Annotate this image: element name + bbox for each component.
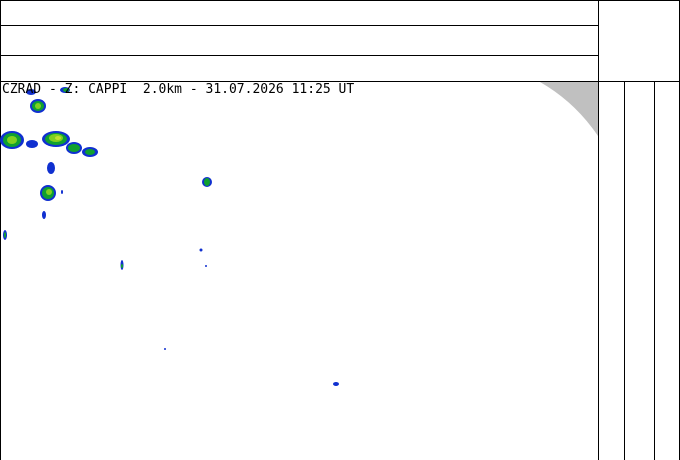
echo-cell [46,189,52,195]
echo-cell [333,382,339,386]
echo-cell [47,162,55,174]
header-bar-3 [0,56,598,82]
radar-echo-layer [0,82,598,386]
side-top-border [598,0,680,1]
echo-cluster-south-west [3,162,63,240]
echo-cell [4,232,6,238]
left-border [0,0,1,460]
echo-cell [205,265,207,267]
legend-divider-1 [624,82,625,460]
echo-cell [61,190,63,194]
echo-cell [35,103,41,109]
legend-column-1 [599,82,624,460]
echo-cell [63,88,69,92]
no-data-region [540,82,598,136]
echo-isolated-cells [120,177,339,386]
legend-column-3 [655,82,679,460]
header-bar-2 [0,26,598,56]
legend-column-2 [625,82,654,460]
echo-cell [164,348,166,350]
map-right-border [598,0,599,460]
echo-cell [204,178,210,186]
side-divider [598,81,680,82]
echo-cluster-north-west [26,87,70,113]
echo-cell [121,264,123,268]
echo-cell [55,136,61,140]
echo-cell [199,248,203,252]
echo-cell [7,136,17,144]
radar-map[interactable] [0,82,598,460]
echo-cell [85,149,95,155]
echo-band-main [0,131,98,157]
echo-cell [68,144,80,152]
product-caption: CZRAD - Z: CAPPI 2.0km - 31.07.2026 11:2… [2,82,355,97]
echo-cell [26,89,36,95]
legend-divider-2 [654,82,655,460]
echo-cell [42,211,46,219]
echo-cell [26,140,38,148]
header-bar-1 [0,0,598,26]
